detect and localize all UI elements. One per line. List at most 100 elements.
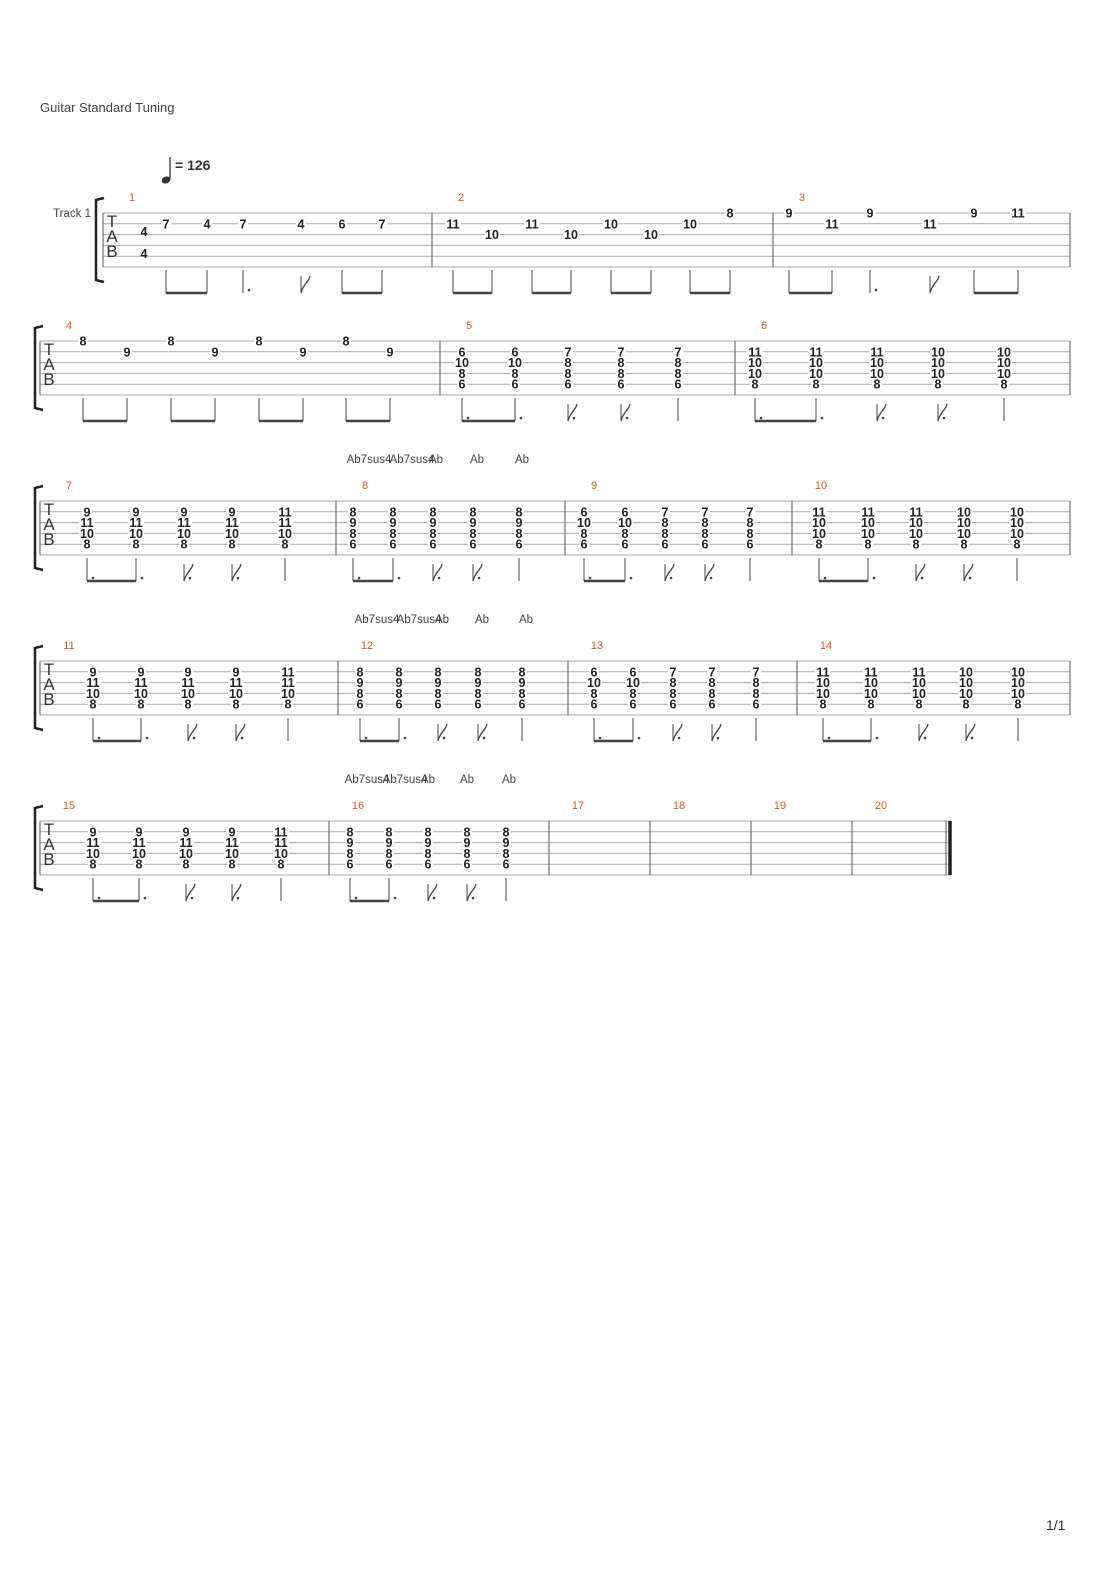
fret-number: 10 <box>959 687 973 701</box>
fret-backdrop <box>1009 528 1025 539</box>
time-signature-denominator: 4 <box>141 247 148 261</box>
fret-backdrop <box>348 517 358 528</box>
measure-number: 8 <box>362 480 368 492</box>
note-flag <box>929 275 940 294</box>
rhythm-dot <box>466 416 470 420</box>
fret-backdrop <box>673 357 683 368</box>
fret-backdrop <box>1010 688 1026 699</box>
fret-backdrop <box>277 528 293 539</box>
fret-number: 9 <box>786 207 793 221</box>
fret-number: 10 <box>997 367 1011 381</box>
fret-backdrop <box>88 826 98 837</box>
fret-backdrop <box>863 677 879 688</box>
fret-number: 8 <box>386 825 393 839</box>
fret-number: 8 <box>753 676 760 690</box>
fret-number: 11 <box>134 676 147 690</box>
fret-number: 8 <box>752 378 759 392</box>
tab-clef-letter: B <box>43 850 54 869</box>
fret-backdrop <box>79 528 95 539</box>
fret-number: 7 <box>379 217 386 231</box>
fret-backdrop <box>517 699 527 710</box>
rhythm-dot <box>397 576 401 580</box>
fret-number: 10 <box>931 356 945 370</box>
fret-backdrop <box>660 528 670 539</box>
fret-number: 8 <box>256 335 263 349</box>
fret-backdrop <box>579 528 589 539</box>
fret-number: 8 <box>357 665 364 679</box>
fret-number: 10 <box>931 345 945 359</box>
fret-backdrop <box>514 539 524 550</box>
tab-clef-letter: B <box>43 690 54 709</box>
fret-number: 8 <box>229 538 236 552</box>
fret-number: 11 <box>181 676 194 690</box>
fret-number: 10 <box>225 527 239 541</box>
fret-backdrop <box>911 539 921 550</box>
fret-backdrop <box>128 528 144 539</box>
fret-number: 10 <box>683 217 697 231</box>
fret-number: 8 <box>747 527 754 541</box>
fret-number: 6 <box>386 858 393 872</box>
measure-number: 11 <box>63 640 74 652</box>
track-name: Track 1 <box>53 208 91 220</box>
fret-number: 8 <box>727 207 734 221</box>
fret-number: 10 <box>748 367 762 381</box>
fret-number: 11 <box>861 505 874 519</box>
fret-number: 10 <box>1011 687 1025 701</box>
rhythm-dot <box>247 288 251 292</box>
fret-backdrop <box>445 218 461 229</box>
fret-number: 11 <box>923 217 936 231</box>
fret-backdrop <box>996 346 1012 357</box>
tab-clef-letter: A <box>43 835 55 854</box>
fret-backdrop <box>462 837 472 848</box>
fret-backdrop <box>958 666 974 677</box>
fret-backdrop <box>384 859 394 870</box>
measure-number: 19 <box>774 800 786 812</box>
fret-backdrop <box>468 506 478 517</box>
fret-backdrop <box>673 368 683 379</box>
fret-backdrop <box>510 368 520 379</box>
fret-number: 8 <box>813 378 820 392</box>
chord-name: Ab <box>515 454 529 466</box>
fret-backdrop <box>668 666 678 677</box>
fret-backdrop <box>423 848 433 859</box>
fret-backdrop <box>628 699 638 710</box>
fret-backdrop <box>751 688 761 699</box>
tab-clef-letter: T <box>107 212 117 231</box>
fret-number: 11 <box>446 217 459 231</box>
fret-backdrop <box>563 229 579 240</box>
fret-number: 8 <box>229 858 236 872</box>
rhythm-dot <box>97 736 101 740</box>
fret-backdrop <box>385 346 395 357</box>
fret-backdrop <box>999 379 1009 390</box>
fret-backdrop <box>462 848 472 859</box>
fret-backdrop <box>180 677 196 688</box>
fret-number: 11 <box>80 516 93 530</box>
fret-number: 10 <box>577 516 591 530</box>
fret-number: 11 <box>274 836 287 850</box>
measure-number: 13 <box>591 640 603 652</box>
fret-backdrop <box>668 688 678 699</box>
fret-number: 9 <box>470 516 477 530</box>
fret-number: 11 <box>525 217 538 231</box>
fret-backdrop <box>428 506 438 517</box>
fret-backdrop <box>355 666 365 677</box>
fret-backdrop <box>620 539 630 550</box>
fret-backdrop <box>85 848 101 859</box>
fret-number: 8 <box>396 665 403 679</box>
fret-backdrop <box>996 368 1012 379</box>
fret-backdrop <box>930 368 946 379</box>
rhythm-dot <box>709 576 713 580</box>
fret-backdrop <box>128 517 144 528</box>
fret-number: 8 <box>435 687 442 701</box>
fret-number: 8 <box>350 505 357 519</box>
fret-number: 10 <box>129 527 143 541</box>
fret-backdrop <box>133 688 149 699</box>
note-flag <box>432 563 443 582</box>
fret-number: 9 <box>357 676 364 690</box>
rhythm-dot <box>140 576 144 580</box>
fret-backdrop <box>700 506 710 517</box>
measure-number: 7 <box>66 480 72 492</box>
fret-backdrop <box>134 826 144 837</box>
note-flag <box>183 563 194 582</box>
measure-number: 1 <box>129 192 135 204</box>
